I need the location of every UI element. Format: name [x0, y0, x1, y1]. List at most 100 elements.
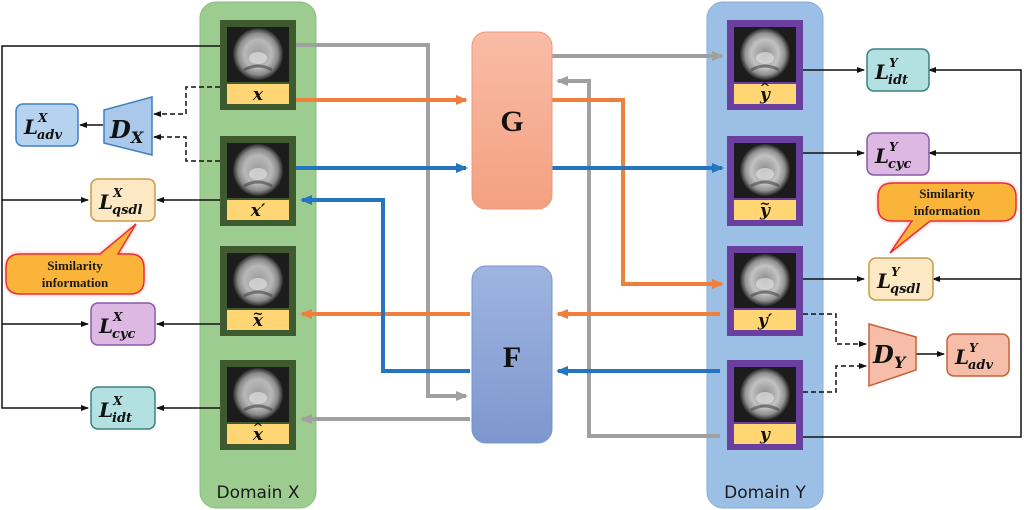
generator-G: G: [471, 31, 553, 210]
dash-y-to-DY: [803, 363, 867, 393]
loss-subscript: cyc: [112, 327, 135, 342]
right-dashed-connections: [803, 313, 867, 393]
image-tile-x-0: x: [220, 20, 296, 110]
loss-subscript: qsdl: [890, 282, 920, 297]
loss-subscript: qsdl: [112, 203, 142, 218]
loss-symbol: L: [954, 345, 969, 369]
callout-left-line2: information: [42, 275, 109, 290]
callout-left-line1: Similarity: [47, 258, 103, 273]
loss-symbol: L: [874, 60, 889, 84]
flow-y-to-G-identity: [556, 76, 720, 438]
domain-x-tiles: xx′x~x^: [220, 20, 296, 450]
flow-F-to-xprime: [300, 195, 470, 373]
dash-x-to-DX: [153, 86, 220, 117]
label-band: [227, 84, 289, 104]
flow-G-to-yprime: [552, 98, 724, 289]
left-dashed-connections: [153, 86, 220, 162]
image-tile-x-2: x~: [220, 246, 296, 336]
line-y-to-frame: [803, 67, 1022, 438]
image-tile-x-1: x′: [220, 136, 296, 226]
line-x-to-frame: [1, 45, 220, 411]
tile-label: x: [252, 425, 264, 445]
blue-flows: [296, 163, 724, 376]
loss-superscript: Y: [891, 265, 901, 279]
tile-label: x: [252, 311, 264, 331]
flow-x-to-F-identity: [296, 43, 468, 401]
domain-x-title: Domain X: [216, 483, 299, 503]
domain-y-tiles: y^y~y′y: [727, 20, 803, 450]
loss-superscript: Y: [969, 341, 979, 355]
dash-xprime-to-DX: [153, 134, 220, 162]
discriminator-DX: DX: [103, 96, 153, 156]
loss-subscript: idt: [888, 73, 908, 88]
svg-text:DY: DY: [872, 340, 907, 372]
loss-superscript: X: [112, 394, 123, 408]
DX-sub: X: [130, 128, 144, 147]
loss-superscript: Y: [889, 56, 899, 70]
image-tile-y-3: y: [727, 360, 803, 450]
label-band: [734, 424, 796, 444]
loss-symbol: L: [98, 398, 113, 422]
identity-flows: [296, 43, 724, 438]
label-band: [227, 200, 289, 220]
label-band: [734, 200, 796, 220]
DY-main: D: [872, 340, 894, 369]
loss-superscript: X: [112, 186, 123, 200]
image-tile-y-1: y~: [727, 136, 803, 226]
loss-symbol: L: [98, 190, 113, 214]
image-tile-y-0: y^: [727, 20, 803, 110]
loss-superscript: X: [112, 310, 123, 324]
loss-subscript: idt: [112, 411, 132, 426]
callout-right-line2: information: [914, 203, 981, 218]
tile-label: x′: [250, 201, 266, 221]
right-loss-connections: [803, 67, 1022, 438]
callout-right-line1: Similarity: [919, 186, 975, 201]
tile-label-accent: ~: [253, 307, 264, 322]
tile-label: y: [759, 85, 771, 105]
DX-main: D: [109, 115, 131, 144]
tile-label: x: [252, 85, 264, 105]
loss-symbol: L: [874, 144, 889, 168]
tile-label: y: [759, 201, 771, 221]
domain-y-title: Domain Y: [724, 483, 806, 503]
tile-label: y′: [757, 311, 773, 331]
label-band: [734, 84, 796, 104]
loss-symbol: L: [876, 269, 891, 293]
discriminator-DY: DY: [868, 323, 917, 388]
image-tile-y-2: y′: [727, 246, 803, 336]
loss-superscript: Y: [889, 140, 899, 154]
loss-symbol: L: [98, 314, 113, 338]
tile-label-accent: ~: [760, 197, 771, 212]
label-band: [227, 310, 289, 330]
loss-subscript: adv: [968, 358, 994, 373]
generator-G-label: G: [500, 105, 523, 138]
dash-yprime-to-DY: [803, 313, 867, 347]
svg-text:DX: DX: [109, 115, 144, 147]
callout-right: Similarity information: [877, 182, 1017, 254]
loss-subscript: cyc: [888, 157, 911, 172]
image-tile-x-3: x^: [220, 360, 296, 450]
label-band: [734, 310, 796, 330]
callout-left: Similarity information: [5, 223, 145, 295]
generator-F-label: F: [503, 341, 521, 374]
DY-sub: Y: [894, 353, 907, 372]
label-band: [227, 424, 289, 444]
